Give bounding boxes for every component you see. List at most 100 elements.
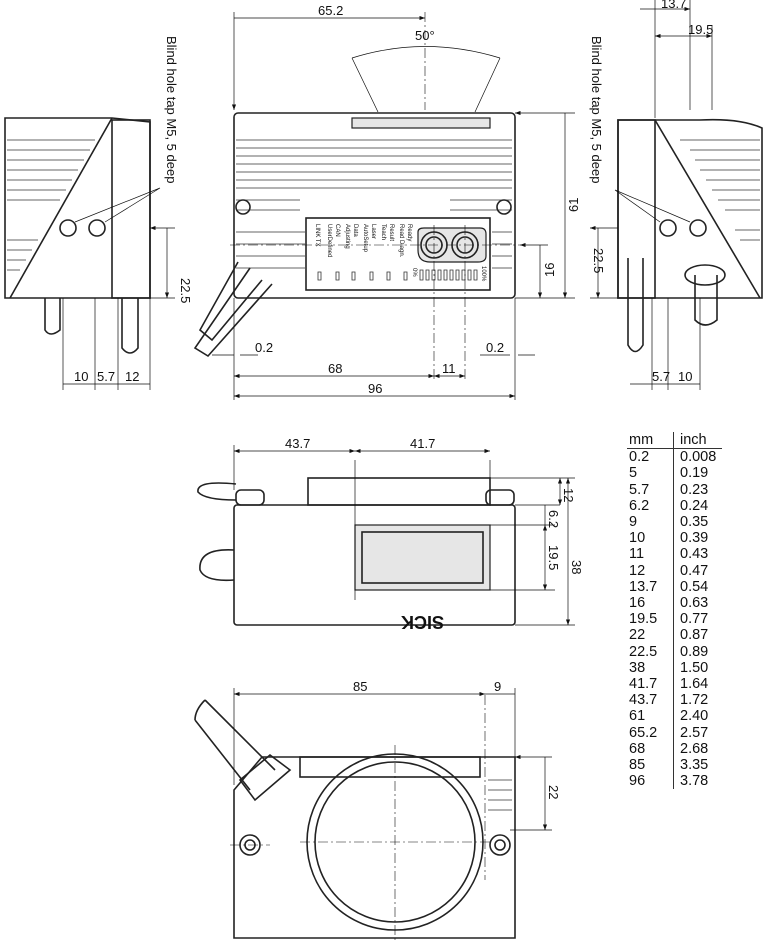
table-row: 22.5 0.89	[627, 643, 722, 660]
front-view: Ready Read Diagn. Result Teach Laser Aut…	[193, 3, 581, 400]
mm-value: 41.7	[627, 676, 674, 693]
label-bar-min: 0%	[411, 268, 417, 277]
bottom-view: 85 9 22	[194, 679, 561, 940]
mm-value: 11	[627, 546, 674, 563]
cable-right	[627, 258, 644, 353]
dim-61: 61	[566, 198, 581, 212]
angle-label: 50°	[415, 28, 435, 43]
cables-left	[44, 298, 139, 354]
dim-96: 96	[368, 381, 382, 396]
dim-10-right: 10	[678, 369, 692, 384]
screw-left	[235, 199, 251, 215]
mm-value: 61	[627, 708, 674, 725]
dim-43-7: 43.7	[285, 436, 310, 451]
dim-16: 16	[542, 263, 557, 277]
label-bar-max: 100%	[480, 266, 486, 282]
label-userdefined: UserDefined	[326, 224, 332, 257]
blind-hole-left-2	[88, 219, 106, 237]
dim-41-7: 41.7	[410, 436, 435, 451]
left-side-view: Blind hole tap M5, 5 deep 22.5 10 5.7 12	[4, 36, 193, 390]
mm-value: 13.7	[627, 578, 674, 596]
inch-value: 0.89	[680, 643, 709, 660]
dim-0-2-left: 0.2	[255, 340, 273, 355]
cable-bottom	[194, 699, 276, 791]
dim-10-left: 10	[74, 369, 88, 384]
label-teach: Teach	[380, 224, 386, 240]
table-row: 0.2 0.008	[627, 448, 722, 466]
dim-12-left: 12	[125, 369, 139, 384]
dim-5-7-left: 5.7	[97, 369, 115, 384]
mm-value: 22	[627, 627, 674, 644]
mm-value: 96	[627, 773, 674, 790]
blind-hole-right-2	[689, 219, 707, 237]
inch-value: 2.40	[680, 708, 709, 725]
inch-value: 2.68	[680, 740, 709, 757]
mm-value: 65.2	[627, 724, 674, 741]
dim-19-5-top: 19.5	[546, 545, 561, 570]
dim-85: 85	[353, 679, 367, 694]
dim-0-2-right: 0.2	[486, 340, 504, 355]
cable-front	[198, 261, 263, 342]
mm-value: 0.2	[627, 448, 674, 466]
header-mm: mm	[627, 432, 674, 450]
inch-value: 3.35	[680, 757, 709, 774]
blind-hole-note-right: Blind hole tap M5, 5 deep	[589, 36, 604, 183]
inch-value: 3.78	[680, 773, 709, 790]
optics-window	[354, 524, 491, 591]
label-result: Result	[388, 224, 394, 241]
top-view: SICK 43.7 41.7 12 6.2 19.5 38	[197, 436, 584, 632]
mm-value: 12	[627, 562, 674, 579]
dim-19-5-right: 19.5	[688, 22, 713, 37]
blind-hole-note-left: Blind hole tap M5, 5 deep	[164, 36, 179, 183]
led-indicators	[317, 269, 478, 281]
dim-22: 22	[546, 785, 561, 799]
label-autosetup: AutoSetup	[362, 224, 368, 253]
table-row: 13.7 0.54	[627, 578, 722, 596]
mm-value: 22.5	[627, 643, 674, 660]
cooling-ribs	[236, 139, 512, 269]
dim-9: 9	[494, 679, 501, 694]
dim-38: 38	[569, 560, 584, 574]
inch-value: 1.64	[680, 676, 709, 693]
mm-value: 5	[627, 465, 674, 482]
dim-65-2: 65.2	[318, 3, 343, 18]
inch-value: 0.19	[680, 465, 709, 482]
screw-bottom-right	[489, 834, 511, 856]
mm-value: 9	[627, 514, 674, 531]
header-inch: inch	[673, 432, 723, 450]
label-read-diagn: Read Diagn.	[398, 224, 404, 258]
inch-value: 0.54	[680, 578, 709, 595]
label-can: CAN	[334, 224, 340, 237]
dim-13-7: 13.7	[661, 0, 686, 11]
inch-value: 0.23	[680, 481, 709, 498]
label-adjusting: Adjusting	[344, 224, 350, 249]
dim-22-5-left: 22.5	[178, 278, 193, 303]
inch-value: 1.72	[680, 692, 709, 709]
inch-value: 0.63	[680, 595, 709, 612]
mm-value: 85	[627, 757, 674, 774]
mm-value: 43.7	[627, 692, 674, 709]
inch-value: 0.47	[680, 562, 709, 579]
label-ready: Ready	[406, 224, 412, 241]
label-link-tx: LINK TX	[314, 224, 320, 247]
connector-right	[684, 264, 726, 286]
inch-value: 0.008	[680, 449, 717, 466]
